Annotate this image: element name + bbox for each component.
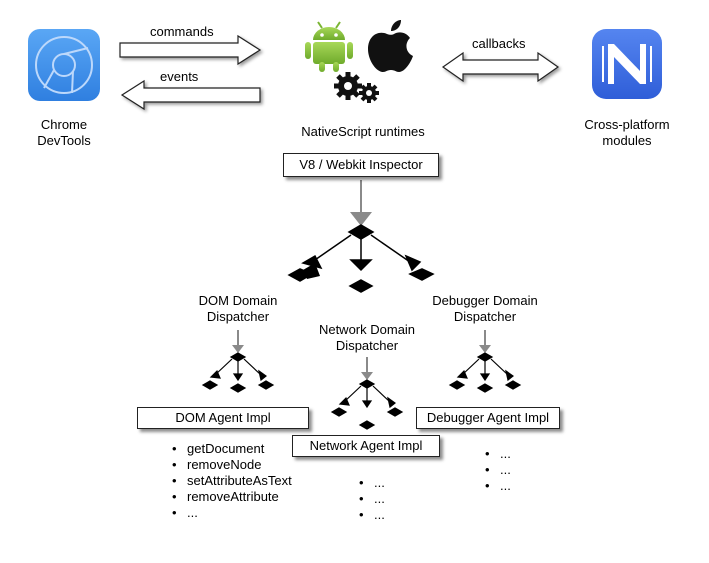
list-item: removeAttribute [171, 489, 292, 505]
list-item: ... [484, 446, 511, 462]
list-item: ... [358, 475, 385, 491]
nativescript-icon [592, 29, 662, 99]
dom-dispatcher-line1: DOM Domain [198, 293, 278, 308]
dom-dispatcher-line2: Dispatcher [206, 309, 270, 324]
events-arrow [120, 79, 261, 111]
v8-webkit-inspector-box: V8 / Webkit Inspector [283, 153, 439, 177]
dom-agent-method-list: getDocument removeNode setAttributeAsTex… [171, 441, 292, 521]
network-agent-impl-box: Network Agent Impl [292, 435, 440, 457]
cross-platform-label-line1: Cross-platform [584, 117, 670, 132]
events-label: events [160, 69, 199, 84]
cross-platform-label-line2: modules [602, 133, 652, 148]
debugger-dispatcher-line2: Dispatcher [453, 309, 517, 324]
debugger-dispatch-tree [448, 330, 522, 393]
commands-label: commands [150, 24, 214, 39]
list-item: ... [171, 505, 292, 521]
debugger-agent-method-list: ... ... ... [484, 446, 511, 494]
dom-domain-dispatcher-label: DOM Domain Dispatcher [183, 293, 293, 325]
list-item: ... [358, 507, 385, 523]
callbacks-label: callbacks [472, 36, 526, 51]
callbacks-arrow [441, 51, 560, 83]
network-dispatcher-line1: Network Domain [318, 322, 416, 337]
debugger-dispatcher-line1: Debugger Domain [432, 293, 538, 308]
list-item: setAttributeAsText [171, 473, 292, 489]
network-agent-method-list: ... ... ... [358, 475, 385, 523]
network-dispatcher-line2: Dispatcher [335, 338, 399, 353]
cross-platform-modules-label: Cross-platform modules [572, 117, 682, 149]
commands-arrow [119, 34, 262, 66]
list-item: getDocument [171, 441, 292, 457]
main-dispatch-tree [287, 224, 435, 293]
chrome-devtools-label-line2: DevTools [37, 133, 91, 148]
list-item: removeNode [171, 457, 292, 473]
list-item: ... [358, 491, 385, 507]
inspector-connector-arrowhead [350, 212, 372, 226]
debugger-domain-dispatcher-label: Debugger Domain Dispatcher [420, 293, 550, 325]
list-item: ... [484, 462, 511, 478]
network-dispatch-tree [330, 357, 404, 430]
chrome-icon [28, 29, 100, 101]
nativescript-runtimes-label: NativeScript runtimes [301, 124, 425, 139]
debugger-agent-impl-box: Debugger Agent Impl [416, 407, 560, 429]
chrome-devtools-label-line1: Chrome [40, 117, 88, 132]
dom-agent-impl-box: DOM Agent Impl [137, 407, 309, 429]
apple-icon [368, 20, 413, 72]
android-icon [305, 21, 353, 72]
gears-icon [334, 72, 379, 103]
list-item: ... [484, 478, 511, 494]
dom-dispatch-tree [201, 330, 275, 393]
network-domain-dispatcher-label: Network Domain Dispatcher [303, 322, 431, 354]
chrome-devtools-label: Chrome DevTools [24, 117, 104, 149]
